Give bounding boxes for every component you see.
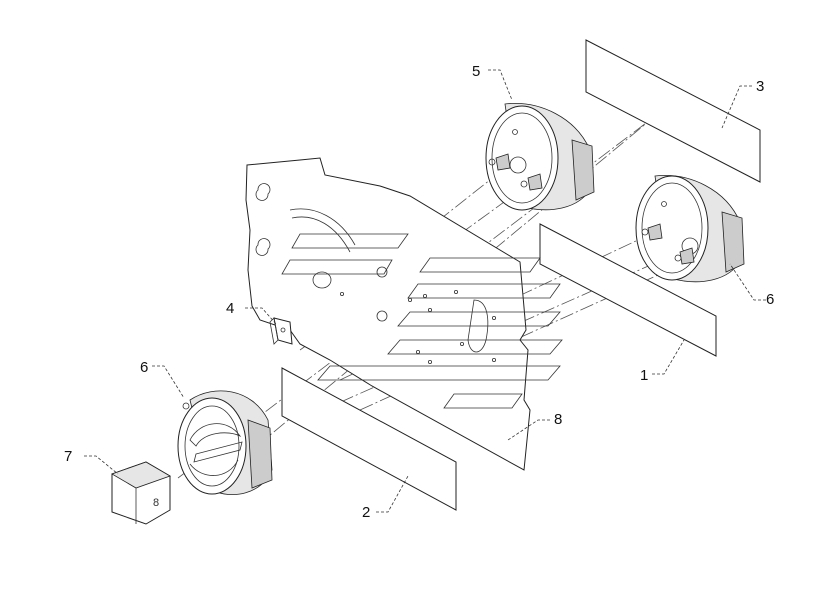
callout-7: 7 (64, 448, 72, 465)
callout-6-right: 6 (766, 291, 774, 308)
label-sticker-1 (539, 223, 717, 357)
cap-box-mark: 8 (153, 497, 159, 509)
cap-box-7: 8 (111, 461, 171, 525)
gauge-6-right (635, 175, 745, 283)
callout-numbers: 5 3 4 6 6 7 1 8 2 (64, 63, 774, 521)
callout-4: 4 (226, 300, 234, 317)
leader-lines (84, 69, 766, 513)
callout-6-left: 6 (140, 359, 148, 376)
mounting-plate-8 (245, 157, 563, 471)
callout-3: 3 (756, 78, 764, 95)
callout-8: 8 (554, 411, 562, 428)
label-sticker-2 (281, 367, 457, 511)
label-sticker-3 (585, 39, 761, 183)
bracket-clip-4 (269, 317, 293, 345)
callout-2: 2 (362, 504, 370, 521)
gauge-6-left (177, 390, 273, 495)
callout-1: 1 (640, 367, 648, 384)
gauge-5 (485, 103, 595, 211)
callout-5: 5 (472, 63, 480, 80)
